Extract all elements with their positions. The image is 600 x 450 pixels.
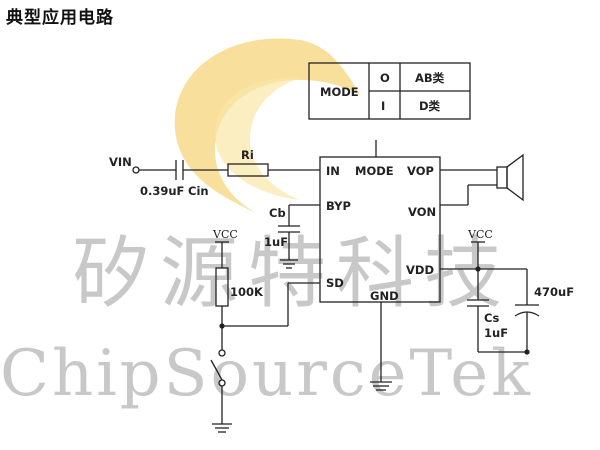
vin-label: VIN	[109, 155, 132, 169]
switch-lever	[210, 359, 223, 381]
vin-terminal	[132, 166, 140, 174]
cb-value-label: 1uF	[264, 235, 288, 249]
bulk-value-label: 470uF	[534, 285, 574, 299]
watermark-chinese: 矽源特科技	[72, 229, 512, 319]
vcc-left-label: VCC	[212, 228, 238, 241]
mode-table-bit-0: O	[380, 71, 390, 85]
cin-value-label: 0.39uF	[140, 184, 184, 198]
mode-table-mode-label: MODE	[320, 85, 359, 99]
logo-swoosh-inner	[215, 77, 300, 200]
amplifier-chip	[319, 156, 441, 303]
pin-vop-label: VOP	[407, 164, 434, 178]
mode-table-class-1: D类	[419, 99, 441, 113]
mode-table-class-0: AB类	[415, 71, 445, 85]
page-title: 典型应用电路	[6, 8, 114, 28]
pin-vdd-label: VDD	[406, 263, 434, 277]
cin-name-label: Cin	[188, 184, 209, 198]
cb-name-label: Cb	[269, 206, 286, 220]
pin-mode-label: MODE	[355, 164, 394, 178]
pin-von-label: VON	[408, 205, 436, 219]
vcc-right-label: VCC	[467, 228, 493, 241]
logo-swoosh-outer	[174, 38, 360, 215]
watermark-english: ChipSourceTek	[0, 337, 533, 411]
cs-value-label: 1uF	[484, 326, 508, 340]
ri-label: Ri	[241, 148, 254, 162]
pin-byp-label: BYP	[326, 199, 351, 213]
switch-contact-top	[218, 349, 226, 357]
cs-name-label: Cs	[484, 311, 499, 325]
pin-in-label: IN	[326, 164, 340, 178]
speaker-icon	[496, 153, 524, 202]
caps-return-dot	[524, 349, 530, 355]
pin-sd-label: SD	[326, 276, 344, 290]
pin-gnd-label: GND	[370, 289, 399, 303]
pullup-value-label: 100K	[230, 285, 264, 299]
mode-table-bit-1: I	[381, 99, 385, 113]
mode-table: MODE O AB类 I D类	[308, 62, 471, 120]
logo-mark	[174, 38, 360, 215]
